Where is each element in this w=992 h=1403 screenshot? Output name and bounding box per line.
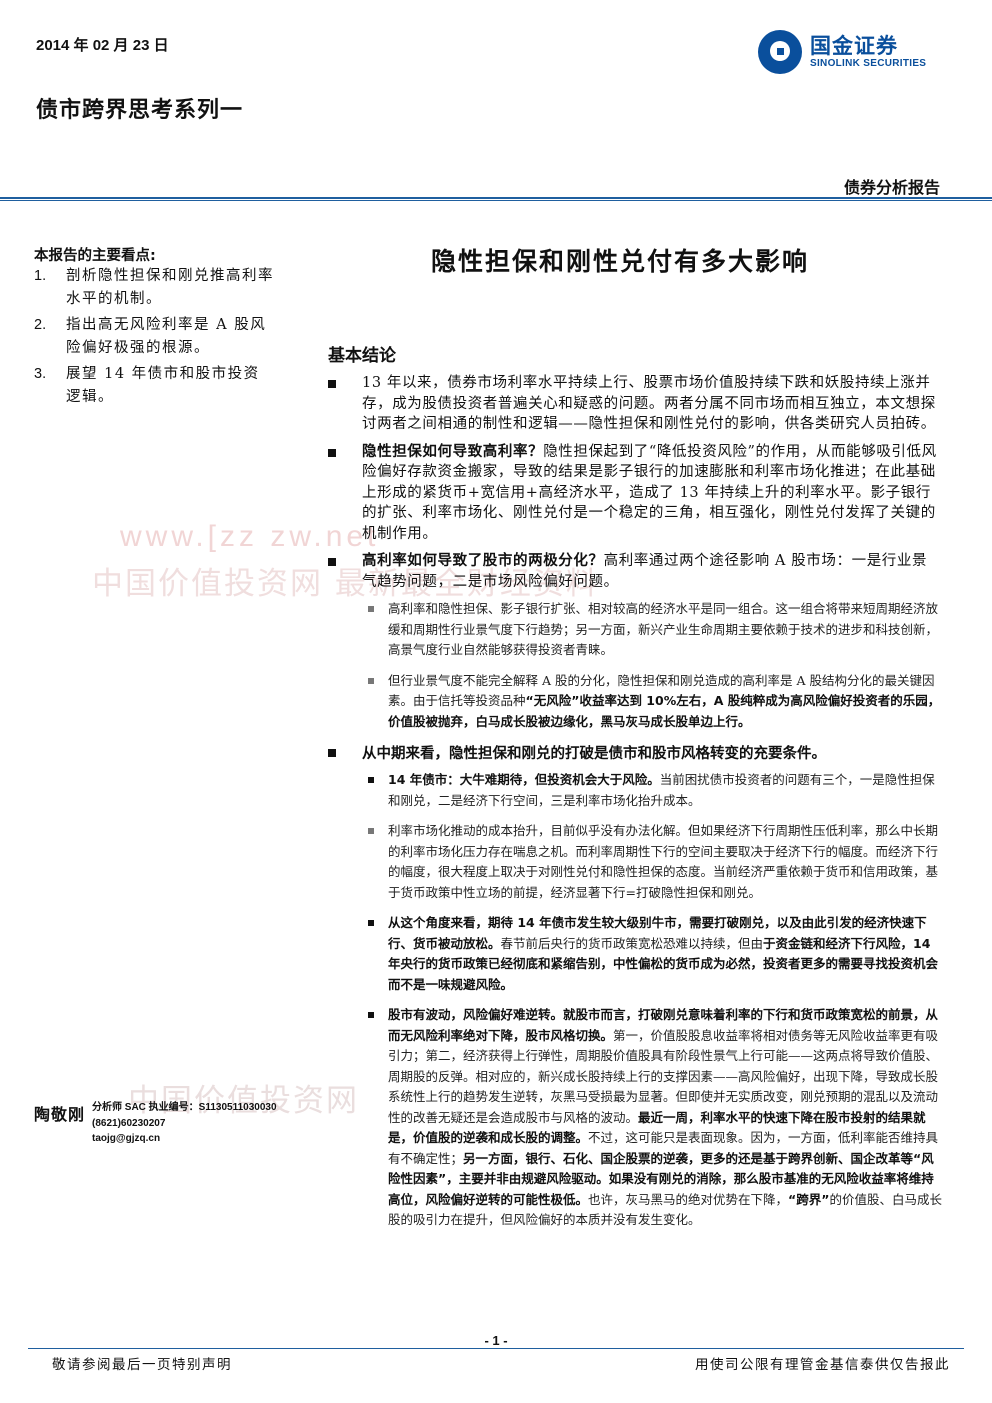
report-title: 隐性担保和刚性兑付有多大影响 xyxy=(430,247,809,276)
square-bullet-icon xyxy=(328,448,336,457)
section-heading: 基本结论 xyxy=(328,346,396,366)
footer-note: 用使司公限有理管金基信泰供仅告报此 xyxy=(695,1357,950,1373)
small-square-bullet-icon xyxy=(368,777,374,783)
watermark-url: www.[zz zw.net xyxy=(120,520,380,553)
bullet-paragraph: 高利率如何导致了股市的两极分化？高利率通过两个途径影响 A 股市场：一是行业景气… xyxy=(326,551,942,592)
report-body: 13 年以来，债券市场利率水平持续上行、股票市场价值股持续下跌和妖股持续上涨并存… xyxy=(326,373,942,1241)
square-bullet-icon xyxy=(328,380,336,388)
square-bullet-icon xyxy=(328,558,336,566)
highlight-item: 2.指出高无风险利率是 A 股风险偏好极强的根源。 xyxy=(34,317,267,356)
company-logo: 国金证券 SINOLINK SECURITIES xyxy=(758,28,958,78)
highlight-item: 3.展望 14 年债市和股市投资逻辑。 xyxy=(34,366,260,405)
footer-divider xyxy=(28,1348,964,1349)
square-bullet-icon xyxy=(328,749,336,757)
small-square-bullet-icon xyxy=(368,606,374,612)
small-square-bullet-icon xyxy=(368,920,374,926)
author-phone: (8621)60230207 xyxy=(92,1117,166,1129)
small-square-bullet-icon xyxy=(368,828,374,834)
author-contact: 分析师 SAC 执业编号：S1130511030030 (8621)602302… xyxy=(92,1100,322,1147)
author-name: 陶敬刚 xyxy=(34,1105,86,1124)
author-license: 分析师 SAC 执业编号：S1130511030030 xyxy=(92,1102,277,1113)
sub-bullet: 14 年债市：大牛难期待，但投资机会大于风险。当前困扰债市投资者的问题有三个，一… xyxy=(326,770,942,811)
header-divider-thin xyxy=(0,200,992,201)
header-divider xyxy=(0,197,992,199)
footer-disclaimer: 敬请参阅最后一页特别声明 xyxy=(52,1357,232,1373)
sub-bullet: 从这个角度来看，期待 14 年债市发生较大级别牛市，需要打破刚兑，以及由此引发的… xyxy=(326,913,942,995)
sub-bullet: 高利率和隐性担保、影子银行扩张、相对较高的经济水平是同一组合。这一组合将带来短周… xyxy=(326,599,942,661)
sub-bullet: 但行业景气度不能完全解释 A 股的分化，隐性担保和刚兑造成的高利率是 A 股结构… xyxy=(326,671,942,733)
report-date: 2014 年 02 月 23 日 xyxy=(36,37,169,54)
sub-bullet: 利率市场化推动的成本抬升，目前似乎没有办法化解。但如果经济下行周期性压低利率，那… xyxy=(326,821,942,903)
sidebar-highlights: 本报告的主要看点: 1.剖析隐性担保和刚兑推高利率水平的机制。 2.指出高无风险… xyxy=(34,244,274,412)
highlight-list: 1.剖析隐性担保和刚兑推高利率水平的机制。 2.指出高无风险利率是 A 股风险偏… xyxy=(34,265,274,409)
report-type: 债券分析报告 xyxy=(843,178,940,197)
watermark-text: 中国价值投资网 最新最全财经资料 xyxy=(92,566,599,602)
sub-bullet: 股市有波动，风险偏好难逆转。就股市而言，打破刚兑意味着利率的下行和货币政策宽松的… xyxy=(326,1005,942,1231)
bullet-paragraph: 从中期来看，隐性担保和刚兑的打破是债市和股市风格转变的充要条件。 xyxy=(326,742,942,763)
page-number: - 1 - xyxy=(484,1333,508,1348)
highlight-item: 1.剖析隐性担保和刚兑推高利率水平的机制。 xyxy=(34,268,274,307)
series-title: 债市跨界思考系列一 xyxy=(36,98,244,123)
logo-cn-text: 国金证券 xyxy=(810,34,898,58)
small-square-bullet-icon xyxy=(368,1012,374,1018)
small-square-bullet-icon xyxy=(368,677,374,684)
logo-mark-icon xyxy=(758,30,802,74)
bullet-paragraph: 隐性担保如何导致高利率？隐性担保起到了“降低投资风险”的作用，从而能够吸引低风险… xyxy=(326,442,942,545)
logo-en-text: SINOLINK SECURITIES xyxy=(810,58,927,69)
watermark-text-lower: 中国价值投资网 xyxy=(128,1083,359,1119)
author-email[interactable]: taojg@gjzq.cn xyxy=(92,1133,161,1144)
sidebar-title: 本报告的主要看点: xyxy=(34,248,156,264)
bullet-paragraph: 13 年以来，债券市场利率水平持续上行、股票市场价值股持续下跌和妖股持续上涨并存… xyxy=(326,373,942,435)
